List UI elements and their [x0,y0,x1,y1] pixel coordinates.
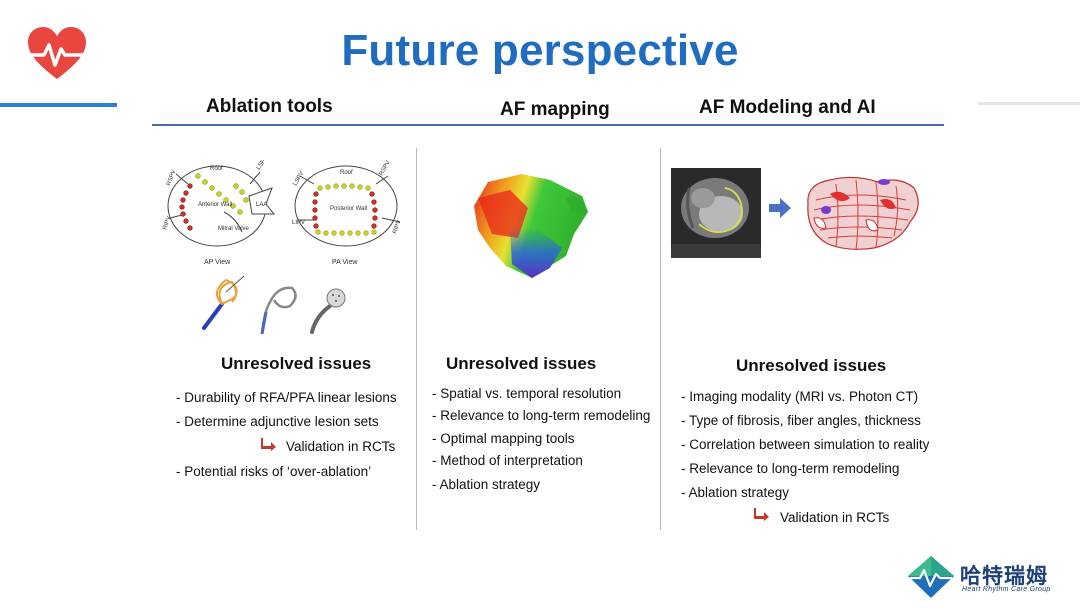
diagram-label: AP View [204,259,231,266]
diagram-label: PA View [332,259,358,266]
diagram-label: LIPV [292,220,305,226]
company-logo-icon [908,556,954,598]
atrium-lesion-diagram: Roof Anterior Wall LAA Mitral Valve LSPV… [162,160,402,266]
diagram-label: LSPV [256,160,270,171]
atrial-model-image [807,176,919,251]
turn-right-arrow-icon [754,508,769,521]
af-activation-map-image [474,174,588,278]
turn-right-arrow-icon [261,438,276,451]
diagram-label: Posterior Wall [330,206,367,212]
heading-af-modeling-ai: AF Modeling and AI [699,97,876,118]
ablation-catheters-image [202,275,346,335]
diagram-label: LAA [256,202,267,208]
right-accent-bar [978,102,1080,105]
issue-item: - Determine adjunctive lesion sets [176,414,379,429]
issue-item: - Relevance to long-term remodeling [432,408,651,423]
issue-item: - Imaging modality (MRI vs. Photon CT) [681,389,919,404]
heading-af-mapping: AF mapping [500,99,610,120]
issue-item: - Ablation strategy [432,477,541,492]
diagram-label: Mitral Valve [218,226,250,232]
issue-item: - Ablation strategy [681,485,790,500]
issue-item: - Relevance to long-term remodeling [681,461,900,476]
diagram-label: RSPV [379,160,392,177]
issue-item: - Durability of RFA/PFA linear lesions [176,390,397,405]
diagram-label: Roof [210,166,223,172]
issue-item: - Optimal mapping tools [432,431,575,446]
company-name-english: Heart Rhythm Care Group [962,586,1051,593]
company-name-chinese: 哈特瑞姆 [960,565,1048,588]
issues-title-ablation: Unresolved issues [221,354,372,373]
column-divider-2 [660,148,661,530]
validation-label: Validation in RCTs [286,439,396,454]
issues-title-modeling: Unresolved issues [736,356,887,375]
issues-title-mapping: Unresolved issues [446,354,597,373]
issue-item: - Method of interpretation [432,453,583,468]
heart-logo-icon [27,27,87,79]
diagram-label: Roof [340,170,353,176]
header-underline [152,124,944,126]
left-accent-bar [0,103,117,107]
diagram-label: Anterior Wall [198,202,232,208]
issue-item: - Potential risks of ‘over-ablation’ [176,464,372,479]
diagram-label: RIPV [162,215,172,230]
validation-label: Validation in RCTs [780,510,890,525]
issue-item: - Correlation between simulation to real… [681,437,930,452]
arrow-right-icon [769,198,791,218]
mri-scan-image [671,168,761,258]
issue-item: - Spatial vs. temporal resolution [432,386,622,401]
column-divider-1 [416,148,417,530]
heading-ablation-tools: Ablation tools [206,96,333,117]
page-title: Future perspective [341,26,739,75]
diagram-label: RSPV [166,169,177,186]
issue-item: - Type of fibrosis, fiber angles, thickn… [681,413,921,428]
diagram-label: RIPV [392,219,402,234]
